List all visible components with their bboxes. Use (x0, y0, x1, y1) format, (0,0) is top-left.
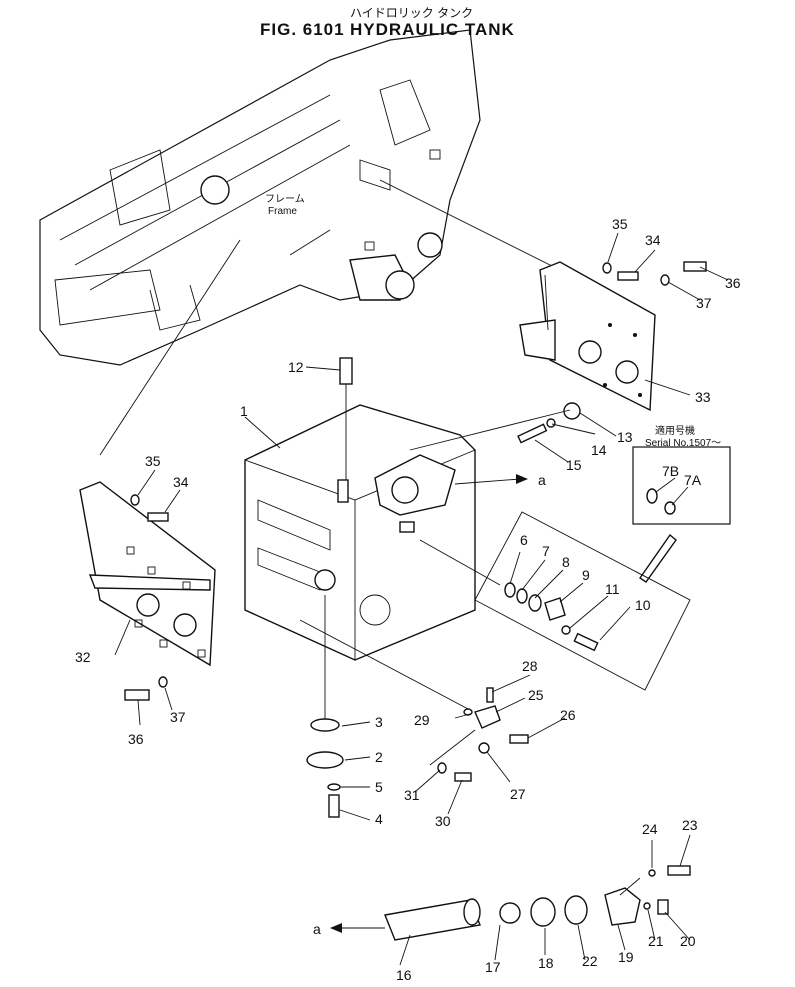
callout-c30: 30 (435, 813, 451, 829)
part-5 (327, 783, 341, 791)
washer-35-left (130, 494, 140, 506)
hydraulic-tank-1 (244, 404, 476, 661)
serial-note-en: Serial No.1507～ (645, 438, 721, 449)
callout-c3: 3 (375, 714, 383, 730)
callout-c28: 28 (522, 658, 538, 674)
callout-c10: 10 (635, 597, 651, 613)
arrow-a-top (454, 478, 521, 485)
arrow-label-a-bottom: a (313, 921, 321, 937)
left-bracket-32 (79, 481, 216, 667)
callout-c24: 24 (642, 821, 658, 837)
callout-c7: 7 (542, 543, 550, 559)
callout-c36a: 36 (725, 275, 741, 291)
callout-c7b: 7B (662, 463, 679, 479)
callout-c12: 12 (288, 359, 304, 375)
part-31 (437, 762, 447, 774)
callout-c25: 25 (528, 687, 544, 703)
part-25 (474, 705, 501, 729)
callout-c35a: 35 (612, 216, 628, 232)
callout-c22: 22 (582, 953, 598, 969)
callout-c37a: 37 (696, 295, 712, 311)
part-29 (463, 708, 473, 716)
callout-c5: 5 (375, 779, 383, 795)
callout-c37b: 37 (170, 709, 186, 725)
callout-c31: 31 (404, 787, 420, 803)
part-23 (667, 865, 691, 876)
callout-c29: 29 (414, 712, 430, 728)
bolt-36-right (683, 261, 707, 272)
part-19 (604, 887, 641, 926)
callout-c26: 26 (560, 707, 576, 723)
callout-c27: 27 (510, 786, 526, 802)
part-27 (478, 742, 490, 754)
right-bracket-33 (519, 261, 656, 412)
callout-c6: 6 (520, 532, 528, 548)
callout-c1: 1 (240, 403, 248, 419)
part-26 (509, 734, 529, 744)
part-14 (546, 418, 556, 428)
callout-c34b: 34 (173, 474, 189, 490)
serial-note-jp: 適用号機 (655, 424, 695, 437)
callout-c36b: 36 (128, 731, 144, 747)
washer-37-left (158, 676, 168, 688)
callout-c2: 2 (375, 749, 383, 765)
frame-label-en: Frame (268, 206, 297, 217)
part-16 (384, 899, 481, 941)
callout-c16: 16 (396, 967, 412, 983)
callout-c23: 23 (682, 817, 698, 833)
part-12 (339, 357, 353, 385)
part-15 (517, 423, 548, 444)
frame-label-jp: フレーム (265, 193, 305, 205)
bolt-36-left (124, 689, 150, 701)
part-24 (648, 869, 656, 877)
serial-note-box (632, 446, 731, 525)
callout-c18: 18 (538, 955, 554, 971)
callout-c8: 8 (562, 554, 570, 570)
part-28 (486, 687, 494, 703)
callout-c14: 14 (591, 442, 607, 458)
callout-c4: 4 (375, 811, 383, 827)
callout-c9: 9 (582, 567, 590, 583)
bolt-34-right (617, 271, 639, 281)
title-japanese: ハイドロリック タンク (350, 6, 474, 20)
part-20 (657, 899, 669, 915)
arrow-label-a-top: a (538, 472, 546, 488)
callout-c15: 15 (566, 457, 582, 473)
exploded-pointer-arrow (639, 533, 677, 583)
part-7b (646, 488, 658, 504)
part-13 (563, 402, 581, 420)
bolt-34-left (147, 512, 169, 522)
callout-c17: 17 (485, 959, 501, 975)
figure-title: HYDRAULIC TANK (350, 20, 515, 39)
callout-c19: 19 (618, 949, 634, 965)
callout-c35b: 35 (145, 453, 161, 469)
part-17 (499, 902, 521, 924)
part-21 (643, 902, 651, 910)
callout-c20: 20 (680, 933, 696, 949)
callout-c13: 13 (617, 429, 633, 445)
part-3 (310, 718, 340, 732)
callout-c7a: 7A (684, 472, 702, 488)
part-22 (564, 895, 588, 925)
washer-37-right (660, 274, 670, 286)
part-4 (328, 794, 340, 818)
callout-c32: 32 (75, 649, 91, 665)
callout-c34a: 34 (645, 232, 661, 248)
exploded-group-outline (474, 511, 691, 691)
washer-35-right (602, 262, 612, 274)
part-18 (530, 897, 556, 927)
part-30 (454, 772, 472, 782)
part-2 (306, 751, 344, 769)
callout-c11: 11 (605, 581, 620, 597)
callout-c21: 21 (648, 933, 664, 949)
callout-c33: 33 (695, 389, 711, 405)
machine-frame-drawing (39, 29, 481, 366)
figure-number: FIG. 6101 (260, 20, 345, 39)
